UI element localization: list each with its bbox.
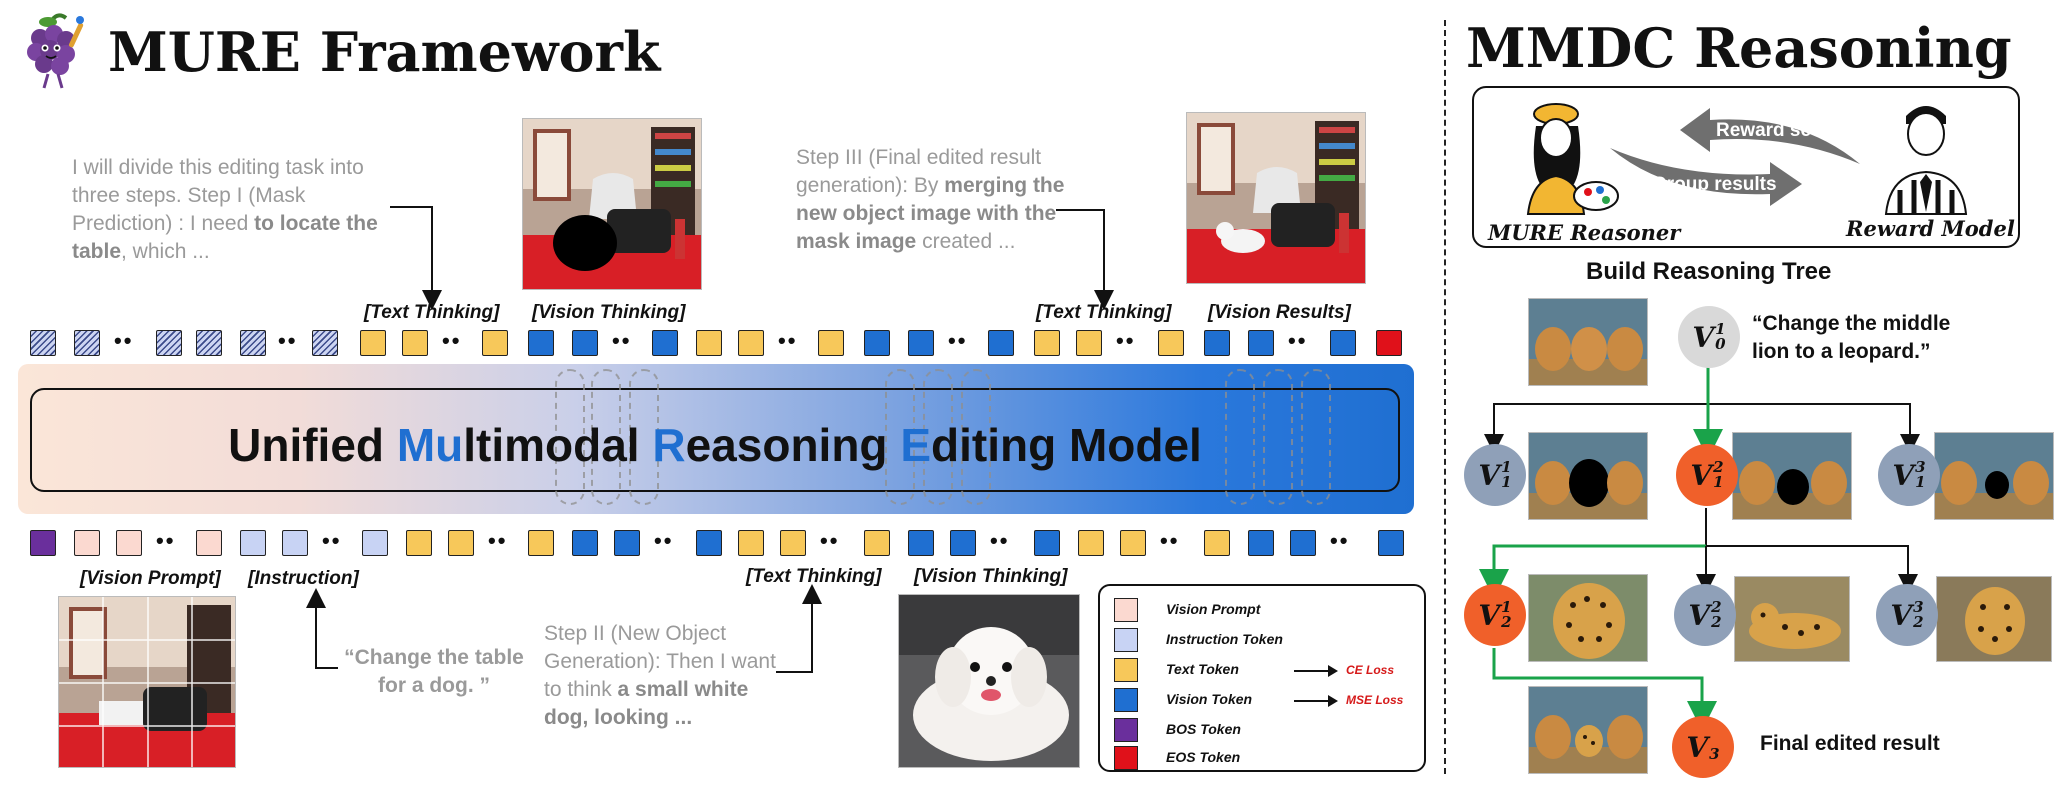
result-room-image [1186,112,1366,284]
model-title: Unified Multimodal Reasoning Editing Mod… [228,419,1202,471]
tag-instruction: [Instruction] [248,568,359,589]
tree-instruction-quote: “Change the middle lion to a leopard.” [1752,312,1951,363]
attention-loops [555,369,1331,505]
mascot-icon [22,12,88,92]
mask-room-image [522,118,702,290]
step2-text: Step II (New Object Generation): Then I … [544,622,776,729]
reasoner-reward-box [1472,86,2020,248]
legend-bos-token: BOS Token [1114,718,1414,744]
tree-connectors [1479,366,1920,731]
model-box [30,388,1400,492]
legend-vision-token: Vision Token MSE Loss [1114,688,1414,714]
legend-text-token: Text Token CE Loss [1114,658,1414,684]
framework-title: MURE Framework [108,20,661,84]
v21-leopard-image [1528,574,1648,662]
tag-vision-thinking-bottom: [Vision Thinking] [914,566,1068,587]
tag-text-thinking-bottom: [Text Thinking] [746,566,882,587]
reasoning-title: MMDC Reasoning [1466,16,2012,80]
legend-eos-token: EOS Token [1114,746,1414,772]
step1-text: I will divide this editing task into thr… [72,156,378,263]
final-result-label: Final edited result [1760,732,1940,755]
legend: Vision Prompt Instruction Token Text Tok… [1098,584,1426,772]
instruction-quote: “Change the table for a dog. ” [344,646,524,697]
section-divider [1444,20,1446,774]
step3-text: Step III (Final edited result generation… [796,146,1065,253]
reasoner-label: MURE Reasoner [1488,220,1681,245]
reward-scores-label: Reward scores [1716,120,1852,141]
v23-leopard-image [1936,576,2052,662]
connector-arrows [306,206,1114,673]
v11-mask-image [1528,432,1648,520]
reasoner-icon [1510,96,1620,216]
legend-vision-prompt: Vision Prompt [1114,598,1414,624]
white-dog-image [898,594,1080,768]
vision-prompt-image [58,596,236,768]
v12-mask-image [1732,432,1852,520]
reward-model-label: Reward Model [1846,216,2015,241]
tag-vision-thinking-1: [Vision Thinking] [532,302,686,323]
final-result-image [1528,686,1648,774]
source-lions-image [1528,298,1648,386]
tag-vision-results: [Vision Results] [1208,302,1351,323]
tree-title: Build Reasoning Tree [1586,258,1832,285]
tag-text-thinking-2: [Text Thinking] [1036,302,1172,323]
tag-text-thinking-1: [Text Thinking] [364,302,500,323]
group-results-label: Group results [1652,174,1777,195]
v13-mask-image [1934,432,2054,520]
reward-arrows [1610,108,1860,206]
v22-leopard-image [1734,576,1850,662]
tag-vision-prompt: [Vision Prompt] [80,568,221,589]
node-v3: V 3 [1672,716,1734,778]
legend-instruction-token: Instruction Token [1114,628,1414,654]
reward-model-icon [1872,96,1982,216]
